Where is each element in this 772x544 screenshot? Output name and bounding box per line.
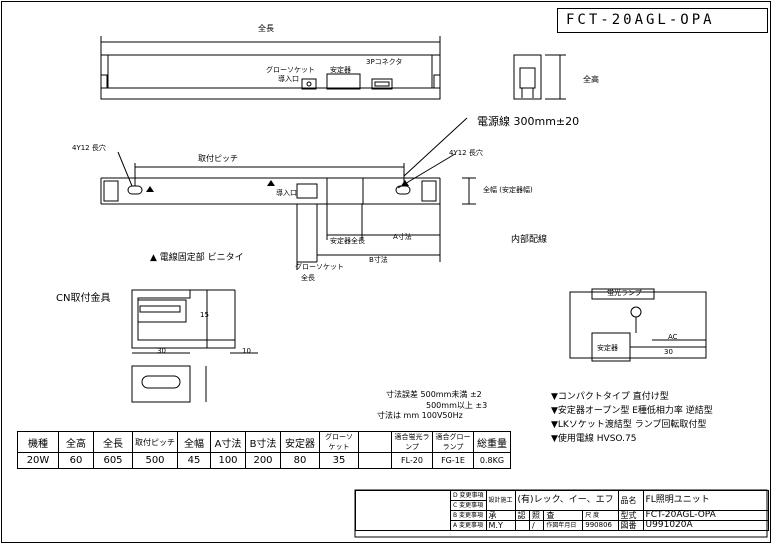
- product-name-label: 品名: [617, 490, 644, 511]
- glow-socket-dim-label: グローソケット: [295, 263, 344, 271]
- ballast-length-label: 安定器全長: [330, 237, 365, 245]
- row-cell: 0.8KG: [473, 452, 511, 469]
- header-cell: 全高: [58, 431, 94, 453]
- dim-a-label: A寸法: [393, 233, 412, 241]
- width-label: 全幅 (安定器幅): [483, 186, 533, 194]
- wire-fixing-note: ▲ 電線固定部 ビニタイ: [150, 253, 244, 263]
- scale-value: /: [528, 520, 545, 531]
- bracket-dim-10: 10: [242, 347, 251, 355]
- row-cell: 45: [177, 452, 211, 469]
- tolerance-line-1: 寸法誤差 500mm未満 ±2: [386, 390, 482, 399]
- drawing-no-value: U991020A: [642, 520, 769, 531]
- revision-label: D 変更事項: [450, 490, 487, 501]
- bracket-dim-height: 15: [200, 311, 209, 319]
- row-cell: 20W: [17, 452, 59, 469]
- internal-wiring-label: 内部配線: [511, 235, 548, 245]
- revision-label: C 変更事項: [450, 500, 487, 511]
- row-cell: 100: [210, 452, 246, 469]
- revision-label: B 変更事項: [450, 510, 487, 521]
- wiring-lamp-label: 蛍光ランプ: [607, 289, 642, 297]
- header-cell: 適合蛍光ランプ: [391, 431, 433, 453]
- tolerance-line-3: 寸法は mm 100V50Hz: [377, 411, 463, 420]
- wiring-v-label: 30: [664, 348, 673, 356]
- overall-length-label: 全長: [258, 24, 274, 33]
- header-cell: 全長: [93, 431, 133, 453]
- row-cell: 605: [93, 452, 133, 469]
- row-cell: 500: [132, 452, 178, 469]
- header-cell: 機種: [17, 431, 59, 453]
- wiring-ballast-label: 安定器: [597, 344, 618, 352]
- row-cell: 60: [58, 452, 94, 469]
- ballast-label: 安定器: [330, 66, 351, 74]
- model-value: FCT-20AGL-OPA: [642, 510, 769, 521]
- connector-label: 3Pコネクタ: [366, 58, 403, 66]
- header-cell: 総重量: [473, 431, 511, 453]
- bracket-dim-30: 30: [157, 347, 166, 355]
- row-cell: FL-20: [391, 452, 433, 469]
- spec-table: 機種 全高 全長 取付ピッチ 全幅 A寸法 B寸法 安定器 グローソケット 適合…: [17, 431, 511, 469]
- feature-item: ▼LKソケット渡結型 ランプ回転取付型: [551, 420, 707, 430]
- drawing-code-title: FCT-20AGL-OPA: [566, 12, 715, 28]
- spec-table-header: 機種 全高 全長 取付ピッチ 全幅 A寸法 B寸法 安定器 グローソケット 適合…: [17, 431, 511, 453]
- approval-label: 査: [543, 510, 584, 521]
- title-block-blank: [355, 490, 451, 531]
- revision-label: A 変更事項: [450, 520, 487, 531]
- feature-item: ▼コンパクトタイプ 直付け型: [551, 392, 669, 402]
- approval-label: 承: [485, 510, 516, 521]
- product-name: FL照明ユニット: [642, 490, 769, 511]
- approval-label: 作図年月日: [543, 520, 584, 531]
- header-cell: A寸法: [210, 431, 246, 453]
- row-cell: 35: [319, 452, 359, 469]
- feature-item: ▼安定器オープン型 E種低相力率 逆結型: [551, 406, 713, 416]
- approval-label: 尺 度: [582, 510, 619, 521]
- power-cord-label: 電源線 300mm±20: [477, 115, 580, 128]
- tolerance-line-2: 500mm以上 ±3: [426, 401, 488, 410]
- date-value: 990806: [582, 520, 619, 531]
- drawing-no-label: 図番: [617, 520, 644, 531]
- glow-socket-label: グローソケット: [266, 66, 315, 74]
- feature-item: ▼使用電線 HVSO.75: [551, 434, 637, 444]
- approval-blank: [514, 520, 530, 531]
- overall-dim-label: 全長: [301, 274, 315, 282]
- header-cell: 取付ピッチ: [132, 431, 178, 453]
- spec-table-row: 20W 60 605 500 45 100 200 80 35 FL-20 FG…: [17, 452, 511, 469]
- checker-value: M.Y: [485, 520, 516, 531]
- row-cell: 80: [280, 452, 320, 469]
- header-cell: グローソケット: [319, 431, 359, 453]
- model-label: 型式: [617, 510, 644, 521]
- header-cell: B寸法: [245, 431, 281, 453]
- row-cell: [358, 452, 392, 469]
- header-cell: 全幅: [177, 431, 211, 453]
- row-cell: 200: [245, 452, 281, 469]
- header-cell: 適合グローランプ: [432, 431, 474, 453]
- header-cell: [358, 431, 392, 453]
- approval-label: 照: [528, 510, 545, 521]
- row-cell: FG-1E: [432, 452, 474, 469]
- power-inlet-label: 導入口: [278, 75, 299, 83]
- company-label: 設計施工: [485, 490, 516, 511]
- overall-height-label: 全高: [583, 75, 599, 84]
- company-name: (有)レック、イー、エフ: [514, 490, 619, 511]
- title-block: D 変更事項 設計施工 (有)レック、イー、エフ 品名 FL照明ユニット C 変…: [355, 490, 769, 531]
- slot-hole-right-label: 4Y12 長穴: [449, 149, 483, 157]
- wiring-ac-label: AC: [668, 333, 678, 341]
- header-cell: 安定器: [280, 431, 320, 453]
- bracket-title: CN取付金具: [56, 293, 111, 304]
- mount-pitch-label: 取付ピッチ: [198, 154, 238, 163]
- dim-b-label: B寸法: [369, 256, 388, 264]
- approval-label: 認: [514, 510, 530, 521]
- slot-hole-left-label: 4Y12 長穴: [72, 144, 106, 152]
- inlet-label: 導入口: [276, 189, 297, 197]
